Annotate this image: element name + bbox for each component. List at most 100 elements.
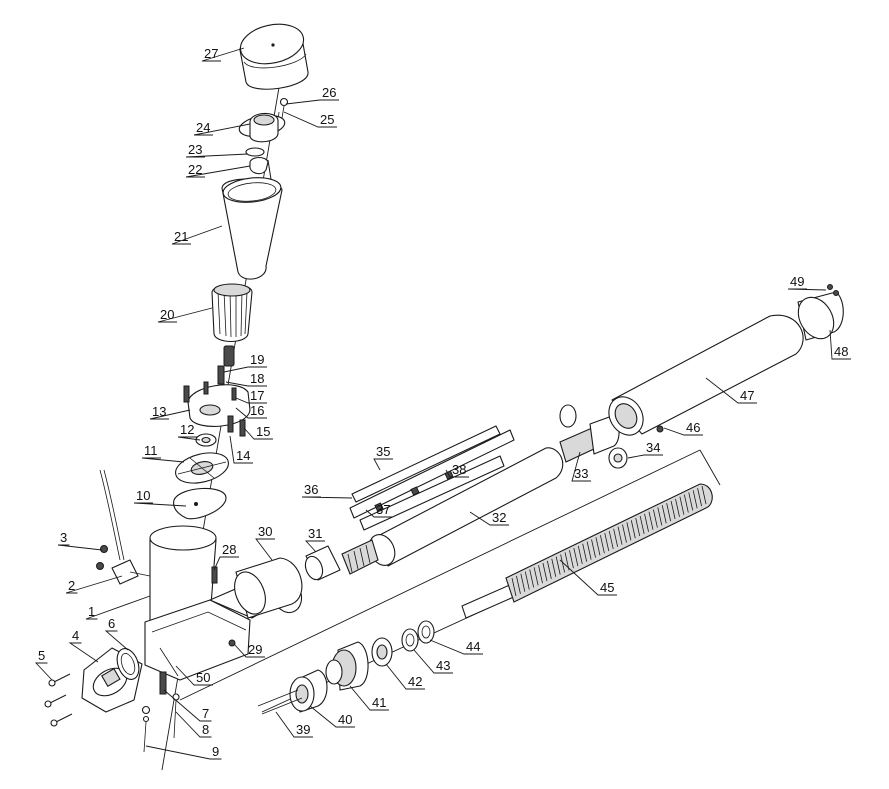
callout-number: 45 — [600, 580, 614, 595]
callout-number: 43 — [436, 658, 450, 673]
thread-mark — [639, 515, 645, 535]
leader-line — [235, 397, 267, 404]
thread-mark — [551, 558, 557, 577]
part-11-gear-disk — [175, 452, 229, 484]
leader-line — [829, 329, 851, 360]
thread-mark — [577, 545, 583, 564]
callout-number: 40 — [338, 712, 352, 727]
thread-mark — [516, 575, 521, 594]
part-34-clevis-pin — [608, 447, 628, 469]
part-29-nut — [228, 639, 236, 647]
thread-mark — [542, 562, 548, 582]
leader-line — [193, 123, 251, 136]
callout-number: 21 — [174, 229, 188, 244]
leader-line — [145, 745, 222, 760]
part-45-lead-screw — [461, 483, 713, 619]
thread-mark — [701, 485, 707, 505]
part-28-pin — [211, 566, 218, 584]
thread-mark — [622, 524, 627, 543]
leader-line — [213, 556, 239, 571]
callout-number: 42 — [408, 674, 422, 689]
leader-line — [469, 511, 509, 526]
leader-line — [149, 409, 191, 420]
callout-number: 49 — [790, 274, 804, 289]
leader-line — [133, 502, 187, 507]
leader-line — [34, 662, 53, 681]
leader-line — [559, 559, 617, 596]
leader-line — [301, 496, 353, 499]
thread-mark — [560, 554, 565, 573]
part-32-inner-tube — [341, 447, 564, 575]
leader-line — [68, 642, 99, 663]
part-2-cable-connector — [99, 469, 151, 585]
callout-number: 33 — [574, 466, 588, 481]
callout-number: 16 — [250, 403, 264, 418]
callout-number: 3 — [60, 530, 67, 545]
leader-line — [163, 689, 212, 722]
thread-mark — [648, 511, 654, 530]
part-21-motor-housing — [221, 177, 283, 280]
callout-number: 5 — [38, 648, 45, 663]
thread-mark — [626, 522, 632, 541]
leader-line — [177, 436, 201, 441]
leader-line — [229, 435, 253, 464]
callout-number: 13 — [152, 404, 166, 419]
thread-mark — [538, 565, 543, 584]
thread-mark — [529, 569, 535, 588]
part-13-brush-plate — [183, 381, 251, 437]
thread-mark — [582, 543, 588, 562]
callout-number: 47 — [740, 388, 754, 403]
thread-mark — [599, 535, 605, 554]
callout-number: 15 — [256, 424, 270, 439]
leader-line — [627, 454, 663, 459]
leader-line — [413, 649, 453, 674]
callout-number: 23 — [188, 142, 202, 157]
part-48-end-cap — [797, 291, 844, 341]
callout-number: 35 — [376, 444, 390, 459]
callout-number: 30 — [258, 524, 272, 539]
part-39-pins — [257, 689, 303, 715]
callout-number: 29 — [248, 642, 262, 657]
leader-line — [185, 165, 251, 178]
callout-labels: 1234567891011121314151617181920212223242… — [34, 46, 851, 760]
callout-number: 44 — [466, 639, 480, 654]
thread-mark — [666, 503, 672, 522]
leader-line — [175, 711, 212, 738]
part-41-gear — [325, 641, 369, 691]
thread-mark — [679, 496, 685, 515]
callout-number: 8 — [202, 722, 209, 737]
leader-line — [233, 643, 265, 658]
thread-mark — [608, 530, 614, 550]
part-46-screw — [656, 425, 664, 433]
part-9-bolt-washer — [141, 705, 151, 753]
callout-number: 9 — [212, 744, 219, 759]
callout-number: 26 — [322, 85, 336, 100]
leader-line — [349, 685, 389, 711]
part-35-38-switch-rails — [349, 425, 515, 531]
thread-mark — [653, 509, 658, 528]
thread-mark — [683, 494, 689, 513]
callout-number: 50 — [196, 670, 210, 685]
callout-number: 39 — [296, 722, 310, 737]
callout-number: 14 — [236, 448, 250, 463]
callout-number: 2 — [68, 578, 75, 593]
part-30-sleeve — [234, 557, 303, 619]
thread-mark — [670, 500, 676, 520]
thread-mark — [533, 567, 539, 586]
callout-number: 22 — [188, 162, 202, 177]
thread-mark — [586, 541, 592, 560]
callout-number: 20 — [160, 307, 174, 322]
thread-mark — [604, 532, 610, 552]
part-10-gasket — [173, 487, 227, 520]
leader-line — [385, 663, 425, 690]
callout-number: 38 — [452, 462, 466, 477]
callout-number: 18 — [250, 371, 264, 386]
thread-mark — [657, 507, 663, 526]
callout-number: 41 — [372, 695, 386, 710]
leader-line — [285, 99, 339, 105]
part-47-outer-tube — [608, 314, 804, 436]
part-5-screws — [44, 673, 73, 727]
leader-line — [141, 457, 185, 463]
leader-line — [283, 111, 337, 128]
